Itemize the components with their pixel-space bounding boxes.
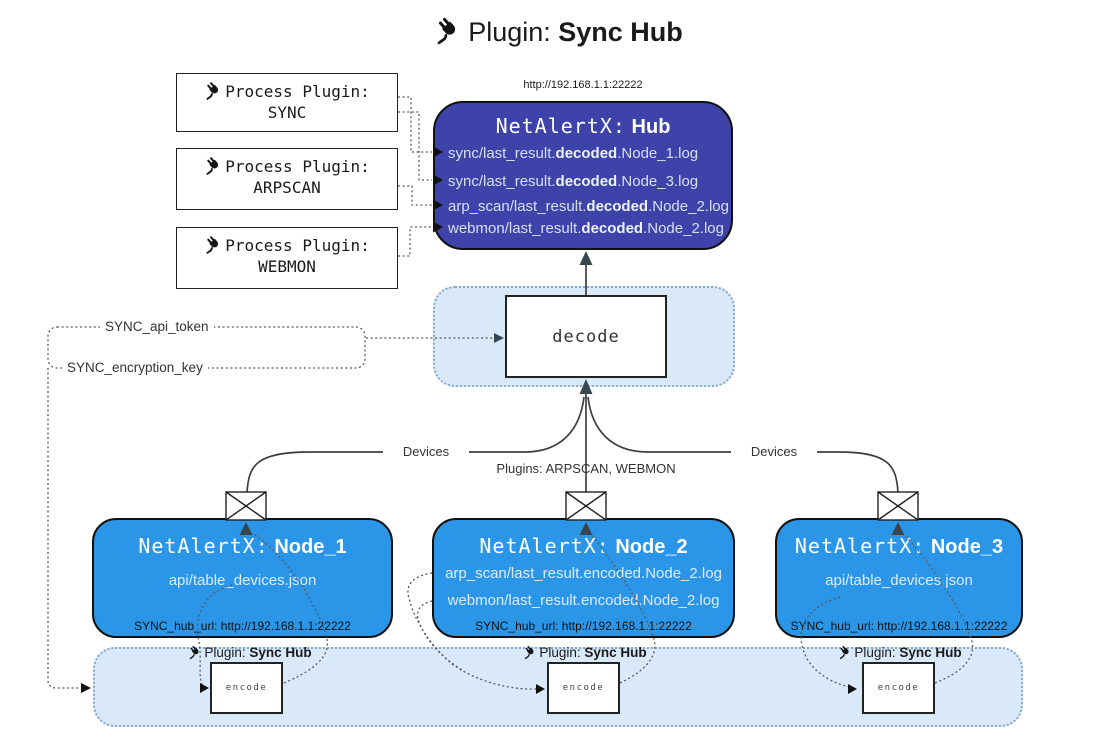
node2-hub-url: SYNC_hub_url: http://192.168.1.1:22222 [475, 619, 692, 633]
hub-log-text: .Node_2.log [648, 198, 729, 215]
node-title-name: Node_3 [930, 536, 1004, 558]
edge-label-devices-left: Devices [383, 444, 469, 459]
hub-title-prefix: NetAlertX: [495, 114, 626, 138]
hub-log-text: sync/last_result. [448, 145, 556, 162]
node1-hub-url: SYNC_hub_url: http://192.168.1.1:22222 [134, 619, 351, 633]
encode-box: encode [862, 662, 935, 714]
hub-log-text: arp_scan/last_result. [448, 198, 587, 215]
hub-log-bold: decoded [581, 220, 644, 237]
hub-box: NetAlertX: Hub sync/last_result.decoded.… [433, 101, 733, 250]
hub-log-text: .Node_1.log [617, 145, 699, 162]
edge-label-plugins: Plugins: ARPSCAN, WEBMON [496, 461, 676, 476]
process-plugin-label-text: Process Plugin: [225, 236, 370, 255]
hub-log-bold: decoded [586, 198, 649, 215]
encoder-label-name: Sync Hub [584, 645, 647, 660]
node-title-prefix: NetAlertX: [479, 534, 610, 558]
process-plugin-label-text: Process Plugin: [225, 82, 370, 101]
node3-file: api/table_devices.json [825, 572, 973, 589]
plug-icon [190, 645, 199, 660]
hub-url-label: http://192.168.1.1:22222 [523, 79, 643, 91]
envelope-icon [565, 491, 607, 521]
sync-encryption-key-label: SYNC_encryption_key [62, 360, 208, 375]
plug-icon [206, 157, 219, 175]
process-plugin-name: SYNC [267, 103, 307, 122]
node2-title: NetAlertX: Node_2 [434, 534, 733, 559]
envelope-icon [877, 491, 919, 521]
process-plugin-label: Process Plugin: [177, 81, 397, 101]
process-plugin-name: ARPSCAN [253, 178, 321, 197]
node1-title: NetAlertX: Node_1 [94, 534, 391, 559]
hub-log-text: .Node_3.log [617, 173, 699, 190]
process-plugin-label-text: Process Plugin: [225, 157, 370, 176]
node1-file: api/table_devices.json [168, 572, 317, 589]
encoder-label-name: Sync Hub [249, 645, 312, 660]
node3-box: NetAlertX: Node_3 api/table_devices.json… [775, 518, 1023, 638]
hub-log-text: sync/last_result. [448, 173, 556, 190]
hub-log-bold: decoded [555, 145, 618, 162]
hub-log-line: sync/last_result.decoded.Node_3.log [448, 171, 698, 193]
encode-box: encode [210, 662, 283, 714]
process-plugin-label: Process Plugin: [177, 156, 397, 176]
hub-title-name: Hub [631, 116, 671, 138]
plug-icon [206, 236, 219, 254]
envelope-icon [225, 491, 267, 521]
sync-api-token-label: SYNC_api_token [100, 319, 214, 334]
hub-log-bold: decoded [555, 173, 618, 190]
process-plugin-box-webmon: Process Plugin: WEBMON [176, 227, 398, 289]
hub-log-text: webmon/last_result. [448, 220, 582, 237]
encoder-label-prefix: Plugin: [204, 645, 246, 660]
encoder1-label: Plugin: Sync Hub [170, 645, 330, 660]
page-title-prefix: Plugin: [468, 17, 551, 47]
node3-title: NetAlertX: Node_3 [777, 534, 1021, 559]
decode-box: decode [505, 295, 667, 378]
node1-box: NetAlertX: Node_1 api/table_devices.json… [92, 518, 393, 638]
node2-file: webmon/last_result.encoded.Node_2.log [447, 592, 720, 609]
encoder-label-name: Sync Hub [899, 645, 962, 660]
node2-file: arp_scan/last_result.encoded.Node_2.log [445, 565, 722, 582]
hub-log-line: webmon/last_result.decoded.Node_2.log [448, 218, 724, 240]
process-plugin-name: WEBMON [258, 257, 316, 276]
node-title-prefix: NetAlertX: [138, 534, 269, 558]
encoder-label-prefix: Plugin: [539, 645, 581, 660]
encoder3-label: Plugin: Sync Hub [820, 645, 980, 660]
node-title-name: Node_2 [615, 536, 688, 558]
process-plugin-box-arpscan: Process Plugin: ARPSCAN [176, 148, 398, 210]
settings-connectors [47, 326, 504, 693]
encoder2-label: Plugin: Sync Hub [505, 645, 665, 660]
hub-log-line: arp_scan/last_result.decoded.Node_2.log [448, 196, 729, 218]
plug-icon [840, 645, 849, 660]
plug-icon [437, 17, 456, 45]
edge-label-devices-right: Devices [731, 444, 817, 459]
node-title-prefix: NetAlertX: [794, 534, 926, 558]
encoder-label-prefix: Plugin: [854, 645, 896, 660]
encode-box: encode [547, 662, 620, 714]
hub-log-line: sync/last_result.decoded.Node_1.log [448, 143, 698, 165]
hub-title: NetAlertX: Hub [435, 114, 731, 139]
page-title: Plugin: Sync Hub [0, 16, 1117, 48]
plug-icon [525, 645, 534, 660]
hub-log-text: .Node_2.log [643, 220, 724, 237]
node-title-name: Node_1 [274, 536, 347, 558]
process-plugin-label: Process Plugin: [177, 235, 397, 255]
plug-icon [206, 82, 219, 100]
node2-box: NetAlertX: Node_2 arp_scan/last_result.e… [432, 518, 735, 638]
process-plugin-box-sync: Process Plugin: SYNC [176, 73, 398, 132]
page-title-name: Sync Hub [558, 17, 683, 47]
node3-hub-url: SYNC_hub_url: http://192.168.1.1:22222 [790, 619, 1008, 633]
